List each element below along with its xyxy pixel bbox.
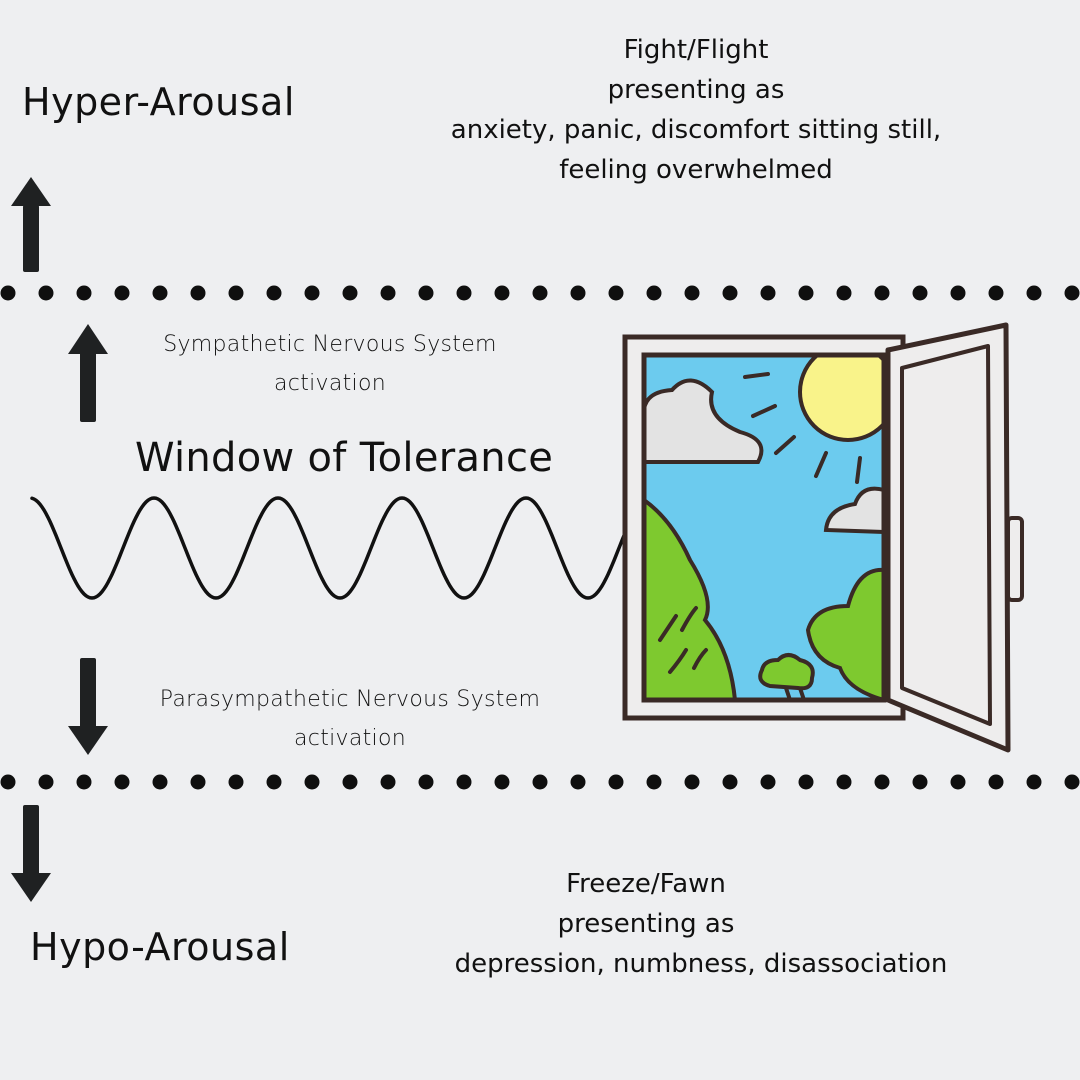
hyper-arousal-description: Fight/Flight presenting as anxiety, pani… [395, 30, 997, 190]
boundary-dot [874, 774, 890, 790]
boundary-dot [684, 774, 700, 790]
boundary-dot [304, 285, 320, 301]
hypo-arousal-description: Freeze/Fawn presenting as depression, nu… [400, 864, 1002, 984]
boundary-dot [114, 774, 130, 790]
boundary-dot [304, 774, 320, 790]
boundary-dot [950, 285, 966, 301]
boundary-dot [836, 285, 852, 301]
boundary-dot [608, 774, 624, 790]
boundary-dot [570, 774, 586, 790]
boundary-dot [684, 285, 700, 301]
boundary-dot [266, 774, 282, 790]
boundary-dot [342, 285, 358, 301]
boundary-dot [988, 774, 1004, 790]
boundary-dot [228, 285, 244, 301]
boundary-dot [912, 285, 928, 301]
boundary-dot [798, 285, 814, 301]
boundary-dot [0, 774, 16, 790]
boundary-dot [874, 285, 890, 301]
arrow-up-icon [68, 324, 108, 422]
parasympathetic-label: Parasympathetic Nervous System activatio… [130, 680, 570, 758]
parasympathetic-line-2: activation [294, 726, 406, 751]
parasympathetic-line-1: Parasympathetic Nervous System [159, 687, 541, 712]
boundary-dot [1026, 774, 1042, 790]
boundary-dot [190, 774, 206, 790]
boundary-dot [190, 285, 206, 301]
boundary-dot [646, 774, 662, 790]
boundary-dot [1026, 285, 1042, 301]
window-of-tolerance-title: Window of Tolerance [135, 435, 554, 481]
boundary-dot [950, 774, 966, 790]
boundary-dot [76, 774, 92, 790]
boundary-dot [380, 774, 396, 790]
hypo-state-label: Freeze/Fawn [566, 869, 726, 899]
boundary-dot [722, 774, 738, 790]
boundary-dot [646, 285, 662, 301]
boundary-dot [342, 774, 358, 790]
hyper-presenting-label: presenting as [607, 75, 785, 105]
upper-boundary-dotted-line [0, 285, 1080, 301]
boundary-dot [722, 285, 738, 301]
hyper-arousal-heading: Hyper-Arousal [22, 80, 295, 124]
boundary-dot [760, 285, 776, 301]
boundary-dot [494, 285, 510, 301]
boundary-dot [380, 285, 396, 301]
boundary-dot [798, 774, 814, 790]
hypo-presenting-label: presenting as [557, 909, 735, 939]
boundary-dot [38, 774, 54, 790]
hypo-arousal-heading: Hypo-Arousal [30, 925, 290, 969]
boundary-dot [456, 285, 472, 301]
wave-line [30, 496, 626, 600]
boundary-dot [114, 285, 130, 301]
arrow-up-icon [11, 177, 51, 272]
arrow-down-icon [11, 805, 51, 902]
arrow-down-icon [68, 658, 108, 755]
boundary-dot [418, 285, 434, 301]
boundary-dot [152, 774, 168, 790]
boundary-dot [0, 285, 16, 301]
boundary-dot [836, 774, 852, 790]
boundary-dot [38, 285, 54, 301]
boundary-dot [494, 774, 510, 790]
boundary-dot [1064, 774, 1080, 790]
hyper-symptoms-line-1: anxiety, panic, discomfort sitting still… [450, 115, 942, 145]
boundary-dot [266, 285, 282, 301]
window-illustration [622, 322, 1024, 753]
boundary-dot [418, 774, 434, 790]
boundary-dot [570, 285, 586, 301]
boundary-dot [608, 285, 624, 301]
hypo-symptoms-line-1: depression, numbness, disassociation [454, 949, 948, 979]
boundary-dot [532, 774, 548, 790]
boundary-dot [532, 285, 548, 301]
hyper-state-label: Fight/Flight [623, 35, 769, 65]
boundary-dot [1064, 285, 1080, 301]
sympathetic-line-2: activation [274, 371, 386, 396]
sympathetic-label: Sympathetic Nervous System activation [120, 325, 540, 403]
boundary-dot [152, 285, 168, 301]
boundary-dot [760, 774, 776, 790]
boundary-dot [228, 774, 244, 790]
boundary-dot [912, 774, 928, 790]
boundary-dot [76, 285, 92, 301]
boundary-dot [456, 774, 472, 790]
boundary-dot [988, 285, 1004, 301]
sympathetic-line-1: Sympathetic Nervous System [163, 332, 497, 357]
lower-boundary-dotted-line [0, 774, 1080, 790]
hyper-symptoms-line-2: feeling overwhelmed [559, 155, 833, 185]
